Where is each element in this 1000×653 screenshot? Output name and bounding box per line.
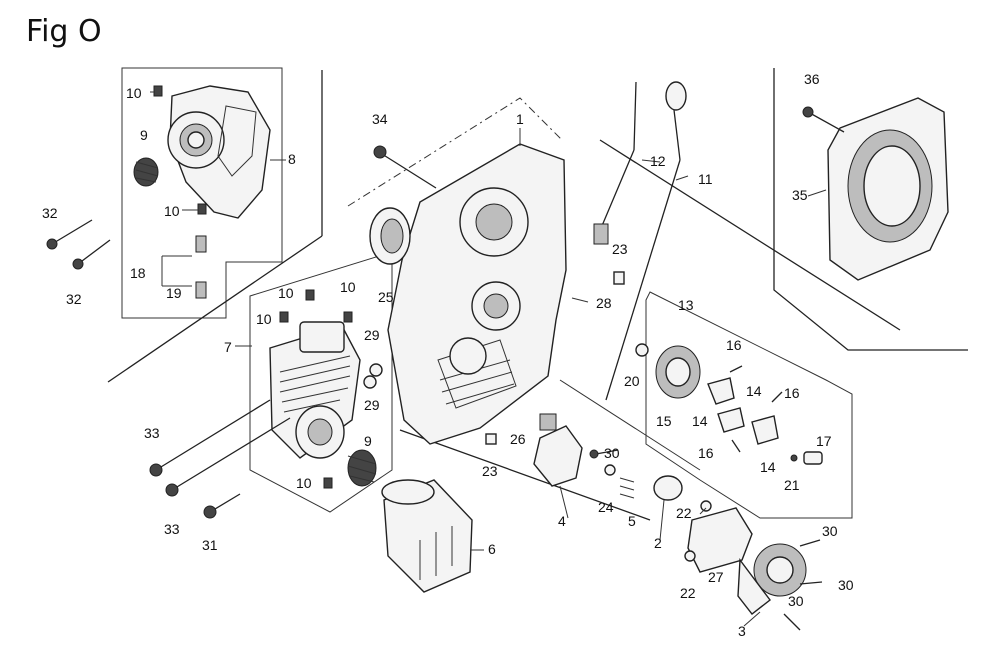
leader-lines bbox=[150, 91, 827, 627]
callout-label: 23 bbox=[612, 241, 628, 257]
filter-9-bottom bbox=[347, 449, 377, 487]
shaft-17 bbox=[790, 451, 823, 465]
callout-label: 26 bbox=[510, 431, 526, 447]
callout-label: 22 bbox=[676, 505, 692, 521]
callout-label: 16 bbox=[784, 385, 800, 401]
callout-label: 20 bbox=[624, 373, 640, 389]
oil-cooler-7 bbox=[269, 321, 361, 459]
callout-label: 18 bbox=[130, 265, 146, 281]
callout-label: 10 bbox=[340, 279, 356, 295]
callout-label: 10 bbox=[278, 285, 294, 301]
callout-label: 31 bbox=[202, 537, 218, 553]
callout-label: 10 bbox=[296, 475, 312, 491]
callout-label: 30 bbox=[822, 523, 838, 539]
governor-gear-13 bbox=[635, 343, 701, 399]
filter-9-top bbox=[133, 157, 159, 187]
fitting-18-19 bbox=[195, 235, 207, 299]
callout-label: 28 bbox=[596, 295, 612, 311]
callout-label: 9 bbox=[364, 433, 372, 449]
callout-label: 35 bbox=[792, 187, 808, 203]
callout-label: 9 bbox=[140, 127, 148, 143]
small-studs-10 bbox=[153, 85, 353, 489]
washers-29 bbox=[363, 363, 383, 389]
callout-label: 17 bbox=[816, 433, 832, 449]
callout-label: 23 bbox=[482, 463, 498, 479]
balancer-gear-3 bbox=[684, 500, 823, 631]
callout-label: 5 bbox=[628, 513, 636, 529]
callout-label: 4 bbox=[558, 513, 566, 529]
callout-label: 32 bbox=[42, 205, 58, 221]
callout-label: 27 bbox=[708, 569, 724, 585]
callout-label: 2 bbox=[654, 535, 662, 551]
long-bolts-33 bbox=[149, 399, 291, 519]
callout-label: 33 bbox=[164, 521, 180, 537]
callout-label: 13 bbox=[678, 297, 694, 313]
callout-label: 1 bbox=[516, 111, 524, 127]
group-frames bbox=[107, 67, 968, 521]
callout-label: 33 bbox=[144, 425, 160, 441]
side-cover-35 bbox=[802, 97, 949, 281]
callout-label: 14 bbox=[760, 459, 776, 475]
callout-label: 32 bbox=[66, 291, 82, 307]
bolts-32 bbox=[46, 219, 111, 270]
callout-label: 11 bbox=[698, 171, 713, 187]
governor-parts-14-16 bbox=[707, 365, 783, 453]
callout-label: 14 bbox=[746, 383, 762, 399]
callout-label: 25 bbox=[378, 289, 394, 305]
callout-label: 10 bbox=[126, 85, 142, 101]
callout-label: 6 bbox=[488, 541, 496, 557]
callout-label: 12 bbox=[650, 153, 666, 169]
callout-label: 22 bbox=[680, 585, 696, 601]
callout-label: 30 bbox=[788, 593, 804, 609]
callout-label: 19 bbox=[166, 285, 182, 301]
callout-label: 21 bbox=[784, 477, 800, 493]
smalls-23-28 bbox=[485, 271, 625, 445]
callout-label: 30 bbox=[604, 445, 620, 461]
callout-label: 24 bbox=[598, 499, 614, 515]
callout-label: 36 bbox=[804, 71, 820, 87]
callout-label: 10 bbox=[164, 203, 180, 219]
dipstick-11-12 bbox=[593, 81, 687, 401]
bolt-34 bbox=[373, 145, 437, 189]
oil-filter-6 bbox=[381, 479, 473, 593]
callout-labels: 1 2 3 4 5 6 7 8 9 9 10 10 10 10 10 10 11… bbox=[42, 71, 854, 639]
breather-cover-8 bbox=[167, 85, 271, 219]
figure-title: Fig O bbox=[26, 14, 102, 49]
callout-label: 29 bbox=[364, 327, 380, 343]
callout-label: 14 bbox=[692, 413, 708, 429]
callout-label: 29 bbox=[364, 397, 380, 413]
callout-label: 30 bbox=[838, 577, 854, 593]
callout-label: 7 bbox=[224, 339, 232, 355]
callout-label: 34 bbox=[372, 111, 388, 127]
callout-label: 3 bbox=[738, 623, 746, 639]
oil-seal-25 bbox=[369, 207, 411, 265]
callout-label: 10 bbox=[256, 311, 272, 327]
callout-label: 16 bbox=[726, 337, 742, 353]
oil-pump-2-5 bbox=[533, 413, 683, 501]
callout-label: 8 bbox=[288, 151, 296, 167]
callout-label: 15 bbox=[656, 413, 672, 429]
callout-label: 16 bbox=[698, 445, 714, 461]
crankcase-cover-1 bbox=[387, 143, 567, 445]
